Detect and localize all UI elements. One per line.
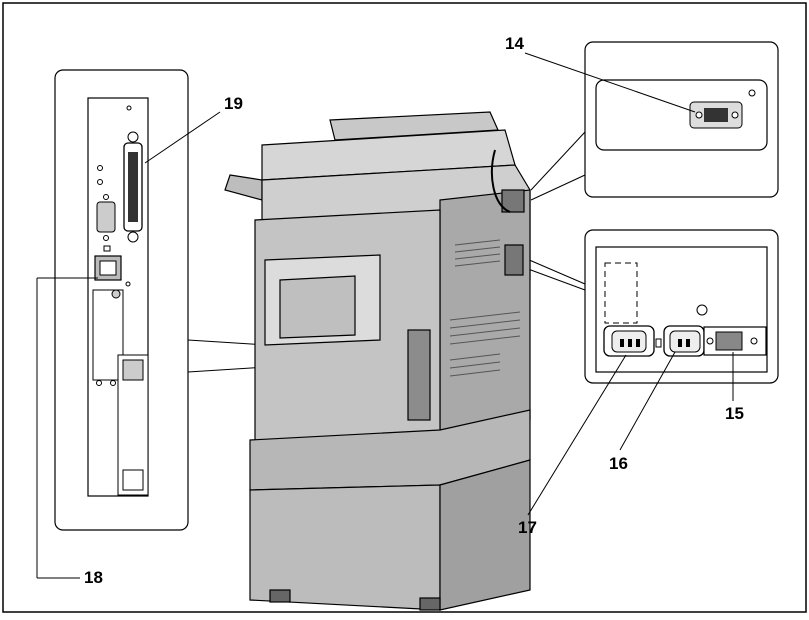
left-detail-panel	[54, 69, 409, 531]
callout-15: 15	[725, 404, 744, 423]
ethernet-port	[94, 245, 122, 281]
callout-16: 16	[609, 454, 628, 473]
callout-19: 19	[224, 94, 243, 113]
lower-right-detail-panel	[519, 229, 779, 384]
parallel-port	[123, 131, 143, 243]
callout-17: 17	[518, 518, 537, 537]
copier-body	[224, 111, 531, 611]
callout-leaders	[36, 52, 734, 579]
callout-18: 18	[84, 568, 103, 587]
upper-right-detail-panel	[530, 41, 779, 201]
callout-14: 14	[505, 34, 524, 53]
